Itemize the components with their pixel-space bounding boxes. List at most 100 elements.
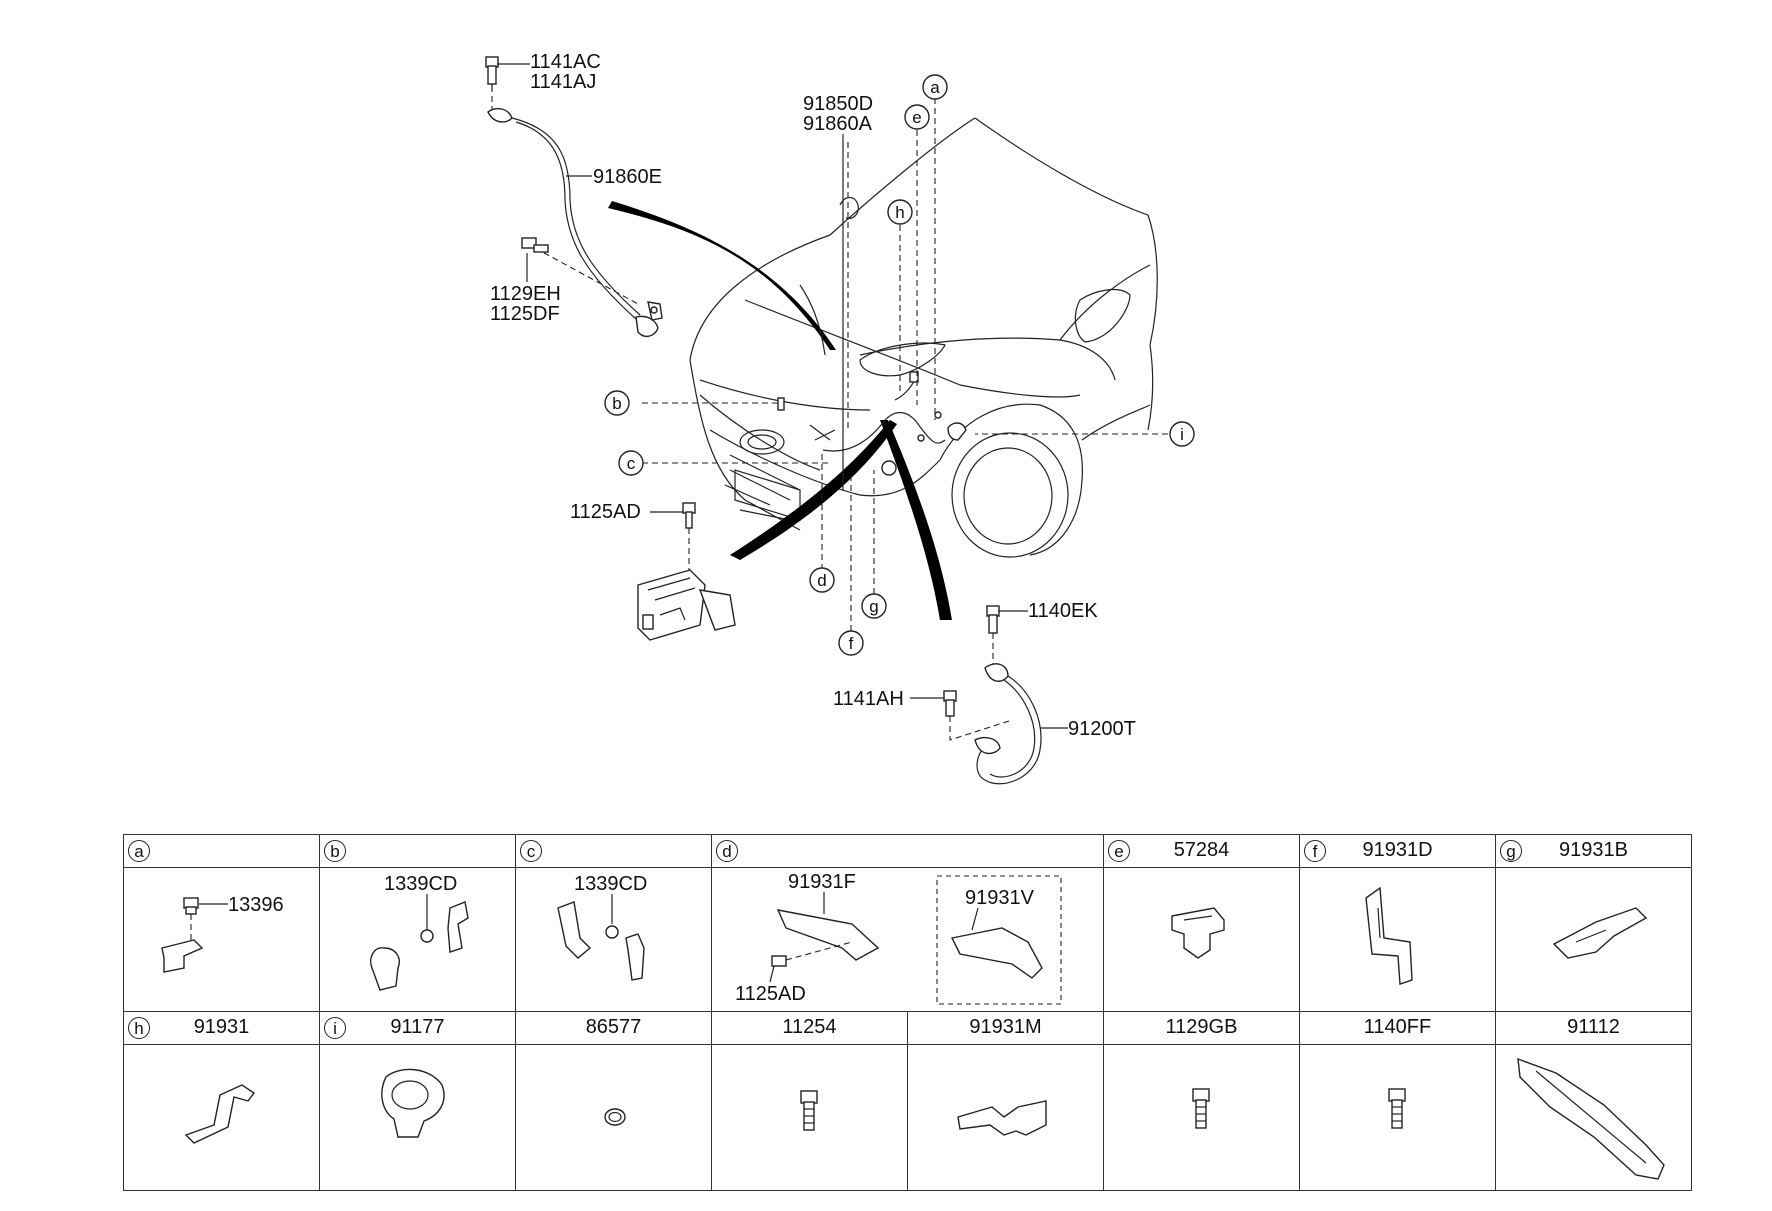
cell-91112-header: 91112 — [1495, 1011, 1692, 1045]
label-91860e: 91860E — [593, 166, 662, 188]
part-86577: 86577 — [585, 1016, 642, 1038]
letter-h: h — [128, 1017, 150, 1039]
cell-91931m-body — [907, 1044, 1104, 1191]
cell-1140ff-header: 1140FF — [1299, 1011, 1496, 1045]
callouts: a e h b c i d g f — [604, 74, 1195, 656]
cell-86577-body — [515, 1044, 712, 1191]
label-1125df: 1125DF — [490, 303, 560, 325]
cell-d-header: d — [711, 834, 1104, 868]
main-labels: 1141AC 1141AJ 91860E 1129EH 1125DF 91850… — [490, 51, 1136, 740]
label-1129eh: 1129EH — [490, 283, 561, 305]
bracket-1125ad — [637, 502, 736, 641]
label-1125ad-main: 1125AD — [570, 501, 641, 523]
callout-c: c — [618, 450, 644, 476]
bolt-1140ff-illustration — [1388, 1088, 1406, 1129]
clip-c-illustration: 1339CD — [557, 873, 647, 981]
callout-i: i — [1169, 421, 1195, 447]
letter-a: a — [128, 840, 150, 862]
ring-illustration — [604, 1108, 626, 1126]
cell-91112-body — [1495, 1044, 1692, 1191]
label-1140ek: 1140EK — [1028, 600, 1098, 622]
cell-c-body: 1339CD — [515, 867, 712, 1012]
part-91112: 91112 — [1567, 1016, 1620, 1038]
clip-b-illustration: 1339CD — [370, 873, 469, 991]
letter-g: g — [1500, 840, 1522, 862]
cell-a-body: 13396 — [123, 867, 320, 1012]
label-1141aj: 1141AJ — [530, 71, 596, 93]
callout-h: h — [887, 199, 913, 225]
part-13396: 13396 — [228, 894, 284, 916]
part-91177: 91177 — [390, 1016, 445, 1038]
bracket-91931m-illustration — [957, 1100, 1047, 1136]
cell-11254-header: 11254 — [711, 1011, 908, 1045]
callout-d: d — [809, 567, 835, 593]
bolt-11254-illustration — [800, 1090, 818, 1131]
cell-e-body — [1103, 867, 1300, 1012]
letter-c: c — [520, 840, 542, 862]
table-row-1-body: 13396 1339CD 1339CD 91931F — [123, 867, 1692, 1012]
callout-g: g — [861, 593, 887, 619]
label-1141ah: 1141AH — [833, 688, 904, 710]
cell-h-body — [123, 1044, 320, 1191]
label-91200t: 91200T — [1068, 718, 1136, 740]
bracket-d-illustration: 91931F 1125AD 91931V — [735, 871, 1062, 1005]
leader-lines — [642, 98, 1168, 641]
letter-b: b — [324, 840, 346, 862]
cell-f-header: f 91931D — [1299, 834, 1496, 868]
svg-text:d: d — [817, 571, 826, 590]
callout-a: a — [922, 74, 948, 100]
part-1129gb: 1129GB — [1165, 1016, 1238, 1038]
label-91850d: 91850D — [803, 93, 873, 115]
car-body-outline — [689, 117, 1158, 558]
letter-d: d — [716, 840, 738, 862]
battery-cable-91200t — [943, 605, 1042, 785]
letter-f: f — [1304, 840, 1326, 862]
callout-e: e — [904, 104, 930, 130]
harness-band-3 — [880, 420, 952, 620]
cell-b-body: 1339CD — [319, 867, 516, 1012]
svg-text:f: f — [849, 634, 854, 653]
cell-1140ff-body — [1299, 1044, 1496, 1191]
cell-91931m-header: 91931M — [907, 1011, 1104, 1045]
bracket-g-illustration — [1552, 907, 1648, 959]
part-91931m: 91931M — [969, 1016, 1042, 1038]
letter-i: i — [324, 1017, 346, 1039]
svg-text:g: g — [869, 597, 878, 616]
cell-f-body — [1299, 867, 1496, 1012]
bolt-1129gb-illustration — [1192, 1088, 1210, 1129]
callout-b: b — [604, 390, 630, 416]
cable-91860e — [485, 56, 663, 338]
part-1339cd-b: 1339CD — [384, 873, 457, 895]
bracket-91112-illustration — [1517, 1057, 1665, 1180]
cell-1129gb-header: 1129GB — [1103, 1011, 1300, 1045]
svg-text:c: c — [627, 454, 636, 473]
label-91860a: 91860A — [803, 113, 873, 135]
cell-11254-body — [711, 1044, 908, 1191]
cell-c-header: c — [515, 834, 712, 868]
part-1339cd-c: 1339CD — [574, 873, 647, 895]
cell-86577-header: 86577 — [515, 1011, 712, 1045]
bracket-f-illustration — [1365, 886, 1413, 985]
part-1125ad-d: 1125AD — [735, 983, 806, 1005]
part-91931v: 91931V — [965, 887, 1035, 909]
table-row-2-body — [123, 1044, 1692, 1191]
svg-text:i: i — [1180, 425, 1184, 444]
part-91931f: 91931F — [788, 871, 856, 893]
cell-i-body — [319, 1044, 516, 1191]
cell-d-body: 91931F 1125AD 91931V — [711, 867, 1104, 1012]
grommet-i-illustration — [381, 1068, 445, 1138]
cell-g-body — [1495, 867, 1692, 1012]
harness-band-2 — [730, 420, 897, 560]
svg-text:e: e — [912, 108, 921, 127]
label-1141ac: 1141AC — [530, 51, 601, 73]
cell-1129gb-body — [1103, 1044, 1300, 1191]
part-91931: 91931 — [193, 1016, 250, 1038]
engine-harness — [777, 284, 967, 476]
part-91931d: 91931D — [1362, 839, 1433, 861]
